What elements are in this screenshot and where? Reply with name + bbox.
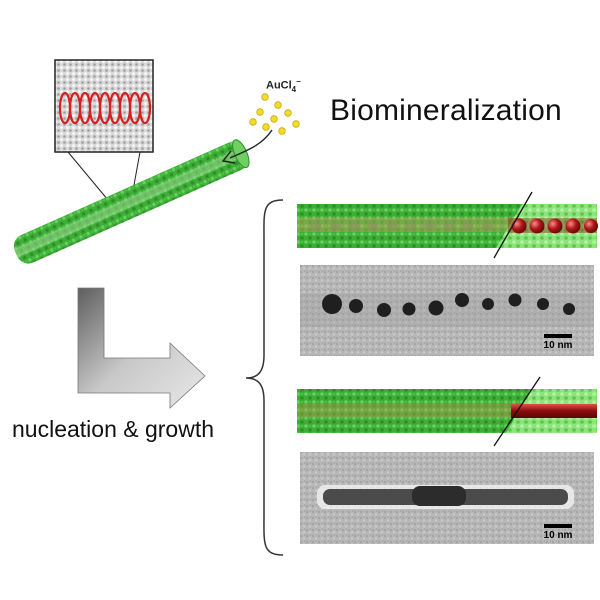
caption: nucleation & growth (12, 416, 215, 442)
title: Biomineralization (330, 94, 562, 127)
tem-image-particles (300, 265, 594, 356)
ion-subscript: 4 (291, 84, 297, 94)
scale-bar-label-2: 10 nm (543, 530, 573, 541)
ion-superscript: − (296, 77, 301, 86)
main-tube (13, 139, 250, 264)
red-helix (58, 91, 152, 125)
ion-label: AuCl4− (266, 77, 301, 94)
tube-rod (297, 376, 597, 447)
ion-base: AuCl (266, 79, 292, 92)
l-arrow-icon (77, 287, 206, 409)
tem-image-rod (300, 452, 594, 544)
curved-arrow-icon (221, 129, 273, 164)
brace-icon (245, 199, 284, 556)
gold-ions (249, 93, 300, 135)
tube-particles (297, 191, 598, 259)
inset-zoom-panel (54, 59, 154, 213)
scale-bar-label-1: 10 nm (543, 340, 573, 351)
